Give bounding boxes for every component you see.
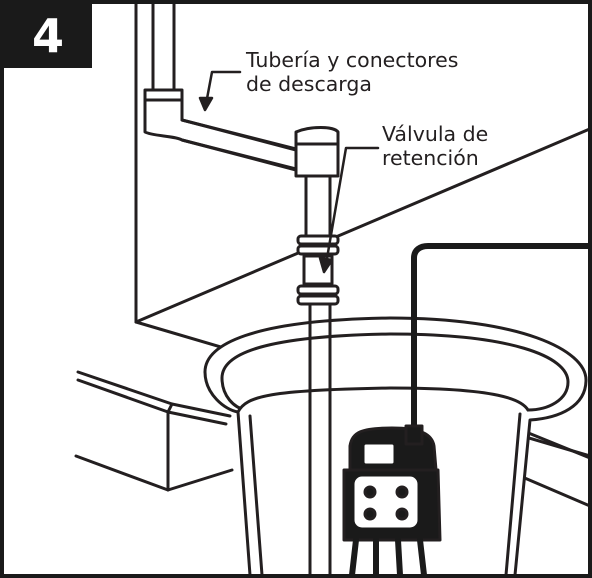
power-cord bbox=[411, 243, 592, 428]
discharge-pipe-vertical bbox=[304, 174, 332, 238]
discharge-pipe-upper bbox=[151, 0, 176, 92]
discharge-pipe-horizontal bbox=[180, 118, 298, 172]
floor-slab-right bbox=[518, 430, 592, 508]
callout-discharge-pipe-line1: Tubería y conectores bbox=[246, 48, 459, 72]
callout-check-valve-line2: retención bbox=[382, 146, 479, 170]
step-number: 4 bbox=[31, 9, 64, 63]
callout-discharge-pipe-line2: de descarga bbox=[246, 72, 372, 96]
callout-discharge-pipe: Tubería y conectores de descarga bbox=[246, 48, 458, 96]
sump-pump bbox=[342, 424, 442, 578]
discharge-pipe-lower bbox=[308, 302, 332, 577]
floor-slab bbox=[74, 370, 234, 492]
callout-valve-leader bbox=[318, 146, 380, 274]
step-number-badge: 4 bbox=[4, 4, 92, 68]
callout-pipe-leader bbox=[198, 70, 242, 112]
check-valve bbox=[296, 234, 340, 306]
callout-check-valve-line1: Válvula de bbox=[382, 122, 489, 146]
pipe-elbow-lower bbox=[294, 126, 340, 178]
callout-check-valve: Válvula de retención bbox=[382, 122, 488, 170]
